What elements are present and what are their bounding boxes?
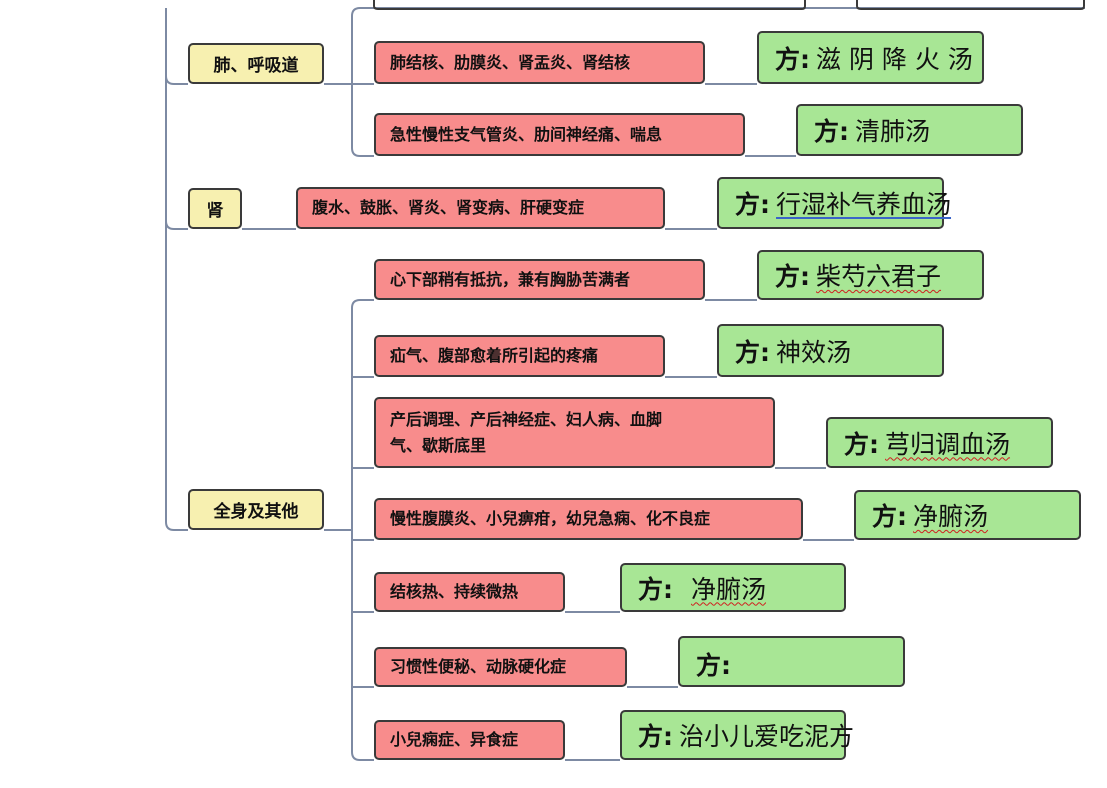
symptom-box: 产后调理、产后神经症、妇人病、血脚 气、歇斯底里 (374, 397, 775, 468)
symptom-line-1: 产后调理、产后神经症、妇人病、血脚 (390, 409, 663, 429)
prescription-box: 方: 滋 阴 降 火 汤 (757, 31, 984, 84)
prescription-name: 芎归调血汤 (885, 429, 1011, 459)
prescription-label: 方: (775, 262, 810, 291)
prescription-box: 方: 清肺汤 (796, 104, 1023, 156)
prescription-name: 净腑汤 (913, 502, 989, 531)
branch-lung (165, 75, 188, 85)
prescription-name: 清肺汤 (855, 117, 931, 146)
whole-bracket (351, 299, 374, 761)
prescription-label: 方: (638, 574, 673, 604)
lung-bracket (351, 7, 374, 157)
prescription-label: 方: (735, 337, 770, 367)
prescription-label: 方: (775, 44, 810, 74)
category-lung: 肺、呼吸道 (188, 43, 324, 84)
symptom-box: 结核热、持续微热 (374, 572, 565, 612)
prescription-label: 方: (696, 651, 731, 680)
prescription-label: 方: (638, 722, 673, 751)
prescription-box: 方: 芎归调血汤 (826, 417, 1053, 468)
category-kidney: 肾 (188, 188, 242, 229)
prescription-label: 方: (735, 190, 770, 219)
trunk-line (165, 8, 188, 531)
symptom-box: 肺结核、肋膜炎、肾盂炎、肾结核 (374, 41, 705, 84)
prescription-box: 方: 净腑汤 (620, 563, 846, 612)
prescription-name: 净腑汤 (691, 574, 767, 604)
clipped-node-bottom-2 (856, 0, 1085, 10)
prescription-label: 方: (814, 117, 849, 146)
prescription-box: 方: 行湿补气养血汤 (717, 177, 951, 229)
prescription-label: 方: (844, 429, 879, 459)
symptom-box: 腹水、鼓胀、肾炎、肾变病、肝硬变症 (296, 187, 665, 229)
prescription-name: 行湿补气养血汤 (776, 190, 952, 219)
category-whole-body: 全身及其他 (188, 489, 324, 530)
prescription-box: 方: (678, 636, 905, 687)
prescription-label: 方: (872, 502, 907, 531)
prescription-name: 柴芍六君子 (816, 262, 942, 291)
symptom-box: 习惯性便秘、动脉硬化症 (374, 647, 627, 687)
symptom-box: 急性慢性支气管炎、肋间神经痛、喘息 (374, 113, 745, 156)
symptom-line-2: 气、歇斯底里 (390, 435, 487, 455)
prescription-box: 方: 神效汤 (717, 324, 944, 377)
symptom-box: 慢性腹膜炎、小兒痹疳，幼兒急痫、化不良症 (374, 498, 803, 540)
symptom-box: 疝气、腹部愈着所引起的疼痛 (374, 335, 665, 377)
symptom-box: 心下部稍有抵抗，兼有胸胁苦满者 (374, 259, 705, 300)
prescription-box: 方: 柴芍六君子 (757, 250, 984, 300)
prescription-name: 滋 阴 降 火 汤 (816, 44, 973, 74)
prescription-name: 神效汤 (776, 337, 852, 367)
symptom-box: 小兒痫症、异食症 (374, 720, 565, 760)
branch-kidney (165, 220, 188, 230)
clipped-node-bottom-1 (373, 0, 806, 10)
prescription-box: 方: 净腑汤 (854, 490, 1081, 540)
prescription-name: 治小儿爱吃泥方 (679, 722, 855, 751)
prescription-box: 方: 治小儿爱吃泥方 (620, 710, 854, 760)
